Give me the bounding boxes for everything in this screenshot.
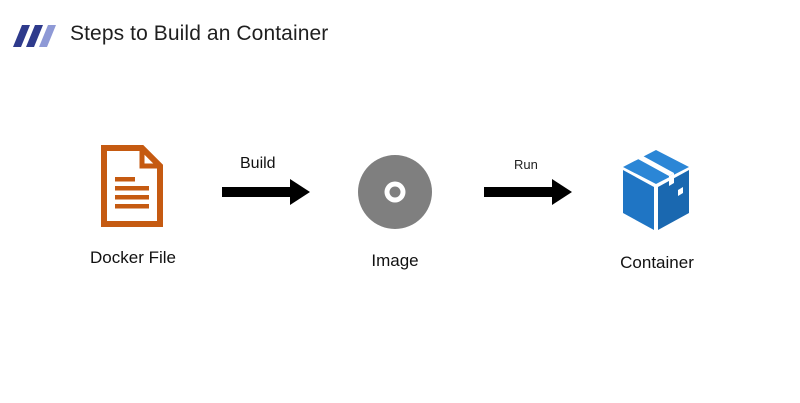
build-arrow-icon [222, 179, 310, 205]
logo-slashes-icon [13, 25, 56, 47]
step-label-docker-file: Docker File [90, 248, 176, 267]
box-icon [623, 150, 689, 230]
document-icon [101, 145, 163, 227]
page-title: Steps to Build an Container [70, 22, 329, 45]
disc-icon [358, 155, 432, 229]
transition-label-run: Run [514, 157, 538, 172]
run-arrow-icon [484, 179, 572, 205]
transition-label-build: Build [240, 155, 276, 172]
step-label-image: Image [371, 251, 419, 270]
step-label-container: Container [620, 253, 694, 272]
